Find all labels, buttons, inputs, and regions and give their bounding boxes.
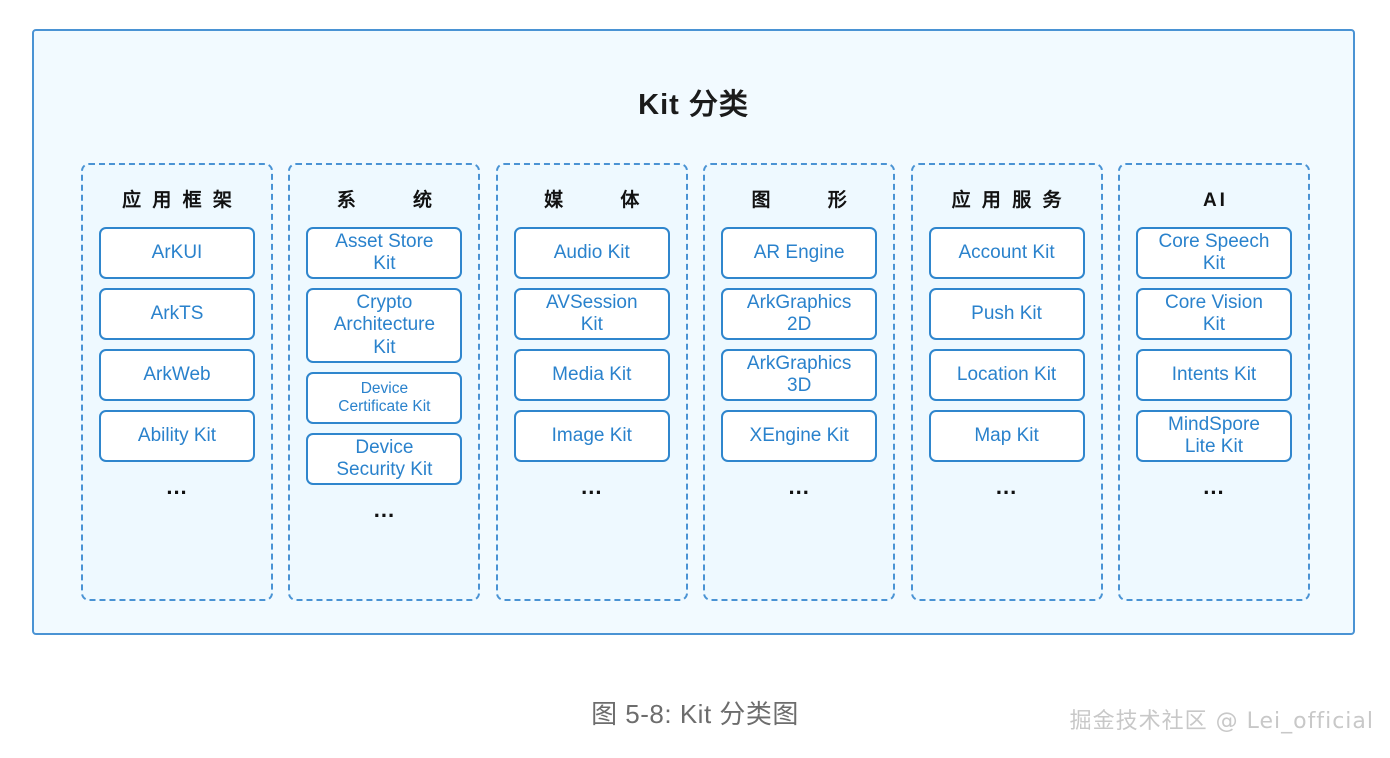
kit-list: AR Engine ArkGraphics 2D ArkGraphics 3D … bbox=[721, 227, 878, 462]
category-column-system: 系 统 Asset Store Kit Crypto Architecture … bbox=[288, 163, 481, 601]
kit-box[interactable]: Location Kit bbox=[928, 349, 1085, 401]
kit-box[interactable]: XEngine Kit bbox=[721, 410, 878, 462]
kit-box[interactable]: Ability Kit bbox=[99, 410, 255, 462]
column-header: 应 用 框 架 bbox=[122, 190, 235, 211]
kit-box[interactable]: Account Kit bbox=[928, 227, 1085, 279]
kit-box[interactable]: Asset Store Kit bbox=[306, 227, 463, 279]
kit-box[interactable]: Map Kit bbox=[928, 410, 1085, 462]
diagram-title: Kit 分类 bbox=[638, 89, 749, 121]
more-indicator: ... bbox=[166, 474, 188, 499]
figure-caption: 图 5-8: Kit 分类图 bbox=[591, 699, 799, 729]
kit-box[interactable]: Core Vision Kit bbox=[1135, 288, 1292, 340]
category-column-graphics: 图 形 AR Engine ArkGraphics 2D ArkGraphics… bbox=[703, 163, 896, 601]
kit-box[interactable]: ArkTS bbox=[99, 288, 255, 340]
kit-box[interactable]: ArkGraphics 3D bbox=[721, 349, 878, 401]
column-header: AI bbox=[1202, 190, 1228, 211]
kit-box[interactable]: Push Kit bbox=[928, 288, 1085, 340]
watermark: 掘金技术社区 @ Lei_official bbox=[1069, 709, 1374, 734]
kit-list: ArKUI ArkTS ArkWeb Ability Kit bbox=[99, 227, 255, 462]
kit-list: Account Kit Push Kit Location Kit Map Ki… bbox=[928, 227, 1085, 462]
column-header: 应 用 服 务 bbox=[951, 190, 1065, 211]
category-column-ai: AI Core Speech Kit Core Vision Kit Inten… bbox=[1117, 163, 1310, 601]
category-column-app-framework: 应 用 框 架 ArKUI ArkTS ArkWeb Ability Kit .… bbox=[81, 163, 273, 601]
kit-box[interactable]: ArkGraphics 2D bbox=[721, 288, 878, 340]
more-indicator: ... bbox=[788, 474, 810, 499]
column-header: 系 统 bbox=[336, 190, 459, 211]
kit-box[interactable]: Crypto Architecture Kit bbox=[306, 288, 463, 363]
category-column-media: 媒 体 Audio Kit AVSession Kit Media Kit Im… bbox=[495, 163, 688, 601]
category-column-app-services: 应 用 服 务 Account Kit Push Kit Location Ki… bbox=[910, 163, 1103, 601]
kit-box[interactable]: MindSpore Lite Kit bbox=[1135, 410, 1292, 462]
more-indicator: ... bbox=[995, 474, 1018, 499]
kit-classification-diagram: Kit 分类 应 用 框 架 ArKUI ArkTS ArkWeb Abilit… bbox=[32, 29, 1355, 635]
kit-box[interactable]: Audio Kit bbox=[513, 227, 670, 279]
kit-box[interactable]: AVSession Kit bbox=[513, 288, 670, 340]
category-columns: 应 用 框 架 ArKUI ArkTS ArkWeb Ability Kit .… bbox=[81, 163, 1310, 601]
kit-box[interactable]: AR Engine bbox=[721, 227, 878, 279]
kit-box[interactable]: ArKUI bbox=[99, 227, 255, 279]
kit-box[interactable]: Core Speech Kit bbox=[1135, 227, 1292, 279]
kit-box[interactable]: ArkWeb bbox=[99, 349, 255, 401]
more-indicator: ... bbox=[1203, 474, 1225, 499]
kit-box[interactable]: Image Kit bbox=[513, 410, 670, 462]
kit-box[interactable]: Intents Kit bbox=[1135, 349, 1292, 401]
kit-box[interactable]: Device Certificate Kit bbox=[306, 372, 463, 424]
kit-list: Asset Store Kit Crypto Architecture Kit … bbox=[306, 227, 463, 485]
more-indicator: ... bbox=[373, 497, 396, 522]
more-indicator: ... bbox=[581, 474, 603, 499]
kit-box[interactable]: Media Kit bbox=[513, 349, 670, 401]
kit-list: Core Speech Kit Core Vision Kit Intents … bbox=[1135, 227, 1292, 462]
kit-box[interactable]: Device Security Kit bbox=[306, 433, 463, 485]
column-header: 图 形 bbox=[751, 190, 873, 211]
column-header: 媒 体 bbox=[544, 190, 666, 211]
kit-list: Audio Kit AVSession Kit Media Kit Image … bbox=[513, 227, 670, 462]
